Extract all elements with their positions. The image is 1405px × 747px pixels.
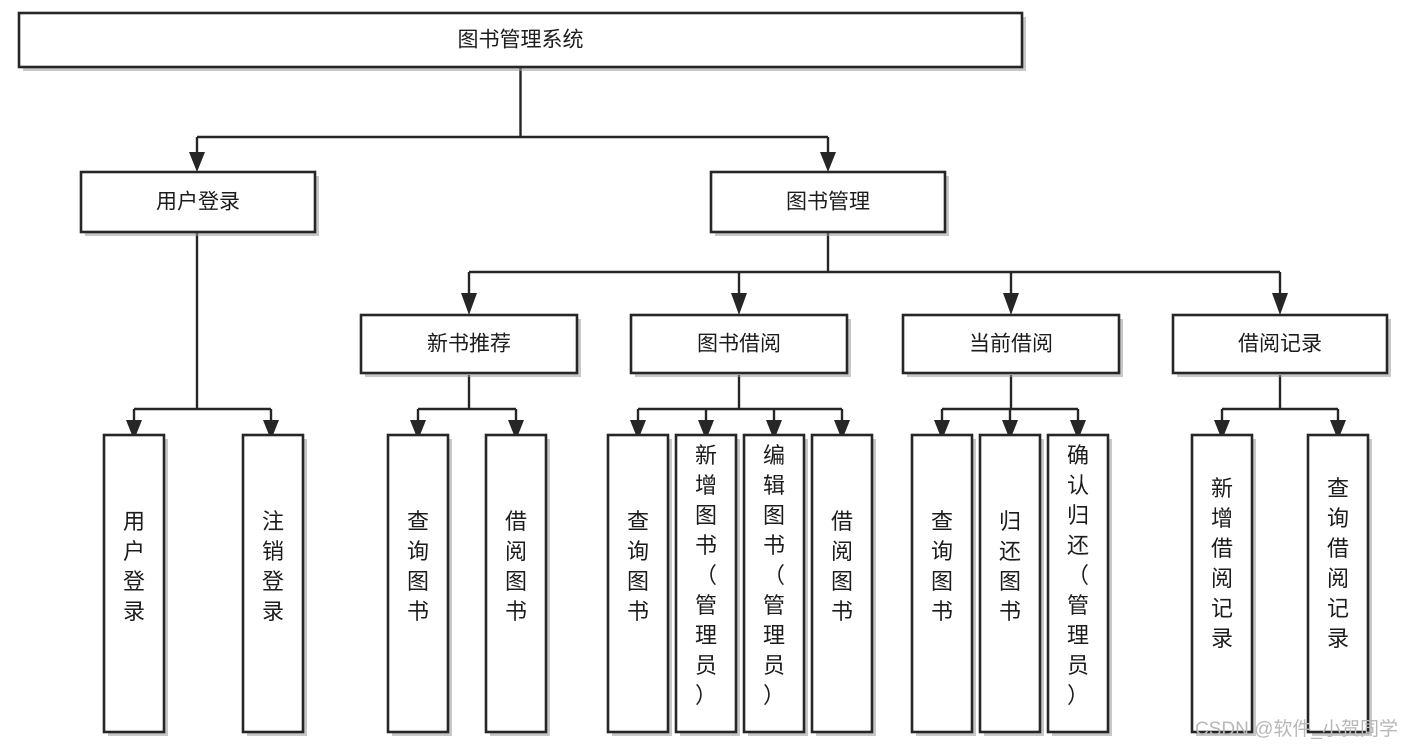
node-leaf-borrow-book-2-label: 借阅图书 — [831, 509, 853, 624]
node-leaf-query-book-2-label: 查询图书 — [627, 509, 649, 624]
node-user-login[interactable]: 用户登录 — [79, 170, 319, 236]
node-leaf-query-book-3[interactable]: 查询图书 — [910, 433, 976, 736]
node-book-manage[interactable]: 图书管理 — [709, 170, 949, 236]
node-leaf-return-book[interactable]: 归还图书 — [978, 433, 1044, 736]
node-leaf-query-book-3-rect — [910, 433, 974, 734]
arrow-leaf-user-logout — [263, 420, 279, 440]
node-leaf-edit-book-rect — [742, 433, 806, 734]
node-book-borrow-label: 图书借阅 — [697, 333, 781, 356]
node-leaf-borrow-book-1-rect — [484, 433, 548, 734]
node-leaf-user-login-rect — [102, 433, 166, 734]
node-leaf-query-record[interactable]: 查询借阅记录 — [1306, 433, 1372, 736]
arrow-leaf-query-book-2 — [630, 420, 646, 440]
node-leaf-user-login[interactable]: 用户登录 — [102, 433, 168, 736]
node-new-book-rec-rect — [359, 313, 579, 375]
node-leaf-add-book-label: 新增图书（管理员） — [695, 443, 717, 708]
node-book-manage-label: 图书管理 — [786, 191, 870, 214]
node-root-rect — [17, 11, 1024, 69]
node-leaf-query-book-3-label: 查询图书 — [931, 509, 953, 624]
arrow-to-userlogin — [189, 152, 205, 172]
arrow-leaf-add-record — [1214, 420, 1230, 440]
node-leaf-confirm-return-rect — [1046, 433, 1110, 734]
node-root[interactable]: 图书管理系统 — [17, 11, 1026, 71]
node-leaf-add-book[interactable]: 新增图书（管理员） — [674, 433, 740, 736]
arrow-to-currentborrow — [1003, 293, 1019, 315]
node-leaf-query-book-1-rect — [386, 433, 450, 734]
connector-group-root — [189, 67, 836, 172]
node-borrow-record-label: 借阅记录 — [1238, 333, 1322, 356]
arrow-to-bookmanage — [820, 152, 836, 172]
node-leaf-confirm-return-label: 确认归还（管理员） — [1067, 443, 1089, 708]
node-leaf-return-book-label: 归还图书 — [999, 509, 1021, 624]
node-leaf-borrow-book-1[interactable]: 借阅图书 — [484, 433, 550, 736]
node-leaf-user-logout[interactable]: 注销登录 — [241, 433, 307, 736]
node-current-borrow-rect — [901, 313, 1121, 375]
arrow-leaf-borrow-book-1 — [508, 420, 524, 440]
arrow-leaf-edit-book — [766, 420, 782, 440]
node-leaf-confirm-return[interactable]: 确认归还（管理员） — [1046, 433, 1112, 736]
arrow-to-newbookrec — [461, 293, 477, 315]
arrow-leaf-query-book-3 — [934, 420, 950, 440]
arrow-leaf-query-record — [1330, 420, 1346, 440]
node-leaf-add-record-label: 新增借阅记录 — [1211, 476, 1233, 651]
connector-group-borrowrecord — [1214, 375, 1346, 440]
connector-group-currentborrow — [934, 375, 1086, 440]
arrow-leaf-add-book — [698, 420, 714, 440]
node-leaf-add-record[interactable]: 新增借阅记录 — [1190, 433, 1256, 736]
node-book-borrow[interactable]: 图书借阅 — [629, 313, 851, 377]
node-current-borrow-label: 当前借阅 — [969, 333, 1053, 356]
node-book-borrow-rect — [629, 313, 849, 375]
arrow-leaf-confirm-return — [1070, 420, 1086, 440]
node-leaf-user-logout-rect — [241, 433, 305, 734]
node-leaf-query-book-2[interactable]: 查询图书 — [606, 433, 672, 736]
connector-group-newbookrec — [410, 375, 524, 440]
arrow-to-borrowrecord — [1272, 293, 1288, 315]
node-root-label: 图书管理系统 — [458, 29, 584, 52]
node-user-login-label: 用户登录 — [156, 191, 240, 214]
arrow-leaf-query-book-1 — [410, 420, 426, 440]
node-leaf-query-book-1-label: 查询图书 — [407, 509, 429, 624]
connector-group-userlogin — [126, 232, 279, 440]
node-leaf-user-logout-label: 注销登录 — [262, 509, 284, 624]
node-leaf-query-record-rect — [1306, 433, 1370, 734]
node-new-book-rec-label: 新书推荐 — [427, 333, 511, 356]
arrow-leaf-return-book — [1002, 420, 1018, 440]
arrow-to-bookborrow — [731, 293, 747, 315]
node-leaf-edit-book-label: 编辑图书（管理员） — [763, 443, 785, 708]
node-leaf-add-book-rect — [674, 433, 738, 734]
node-leaf-borrow-book-2[interactable]: 借阅图书 — [810, 433, 876, 736]
node-leaf-query-book-2-rect — [606, 433, 670, 734]
node-leaf-add-record-rect — [1190, 433, 1254, 734]
connector-group-bookborrow — [630, 375, 850, 440]
node-borrow-record[interactable]: 借阅记录 — [1171, 313, 1391, 377]
node-leaf-user-login-label: 用户登录 — [123, 509, 145, 624]
node-user-login-rect — [79, 170, 317, 234]
node-leaf-edit-book[interactable]: 编辑图书（管理员） — [742, 433, 808, 736]
node-leaf-borrow-book-2-rect — [810, 433, 874, 734]
arrow-leaf-borrow-book-2 — [834, 420, 850, 440]
node-leaf-query-book-1[interactable]: 查询图书 — [386, 433, 452, 736]
arrow-leaf-user-login — [126, 420, 142, 440]
node-borrow-record-rect — [1171, 313, 1389, 375]
node-leaf-borrow-book-1-label: 借阅图书 — [505, 509, 527, 624]
csdn-watermark: CSDN @软件_小贺同学 — [1195, 718, 1398, 740]
node-leaf-query-record-label: 查询借阅记录 — [1327, 476, 1349, 651]
node-leaf-return-book-rect — [978, 433, 1042, 734]
connector-group-bookmanage — [461, 232, 1288, 315]
node-new-book-rec[interactable]: 新书推荐 — [359, 313, 581, 377]
node-current-borrow[interactable]: 当前借阅 — [901, 313, 1123, 377]
node-book-manage-rect — [709, 170, 947, 234]
